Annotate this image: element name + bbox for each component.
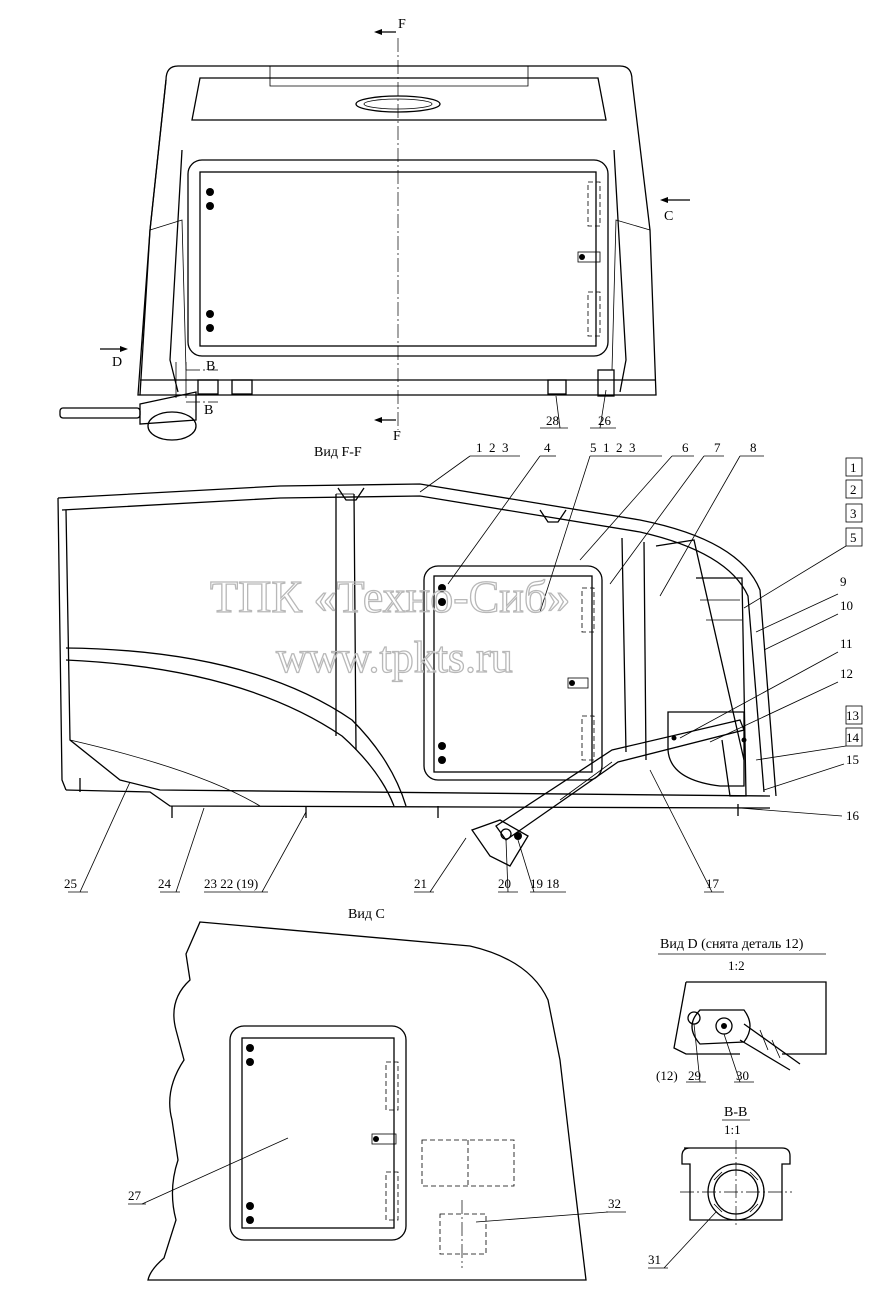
callout-label-28: 28	[546, 413, 559, 428]
cab-top-view	[59, 38, 657, 441]
callout-15	[763, 763, 845, 791]
callout-26	[590, 389, 616, 429]
view-title-ff: Вид F-F	[314, 445, 362, 460]
callout-25	[68, 781, 131, 893]
callout-27	[128, 1137, 289, 1205]
callout-10	[763, 613, 839, 651]
callout-label-19-18: 19 18	[530, 876, 559, 891]
watermark-company: ТПК «Техно-Сиб»	[210, 571, 570, 622]
view-label-d: D	[112, 355, 122, 370]
section-scale-bb: 1:1	[724, 1122, 741, 1137]
view-title-c: Вид C	[348, 907, 385, 922]
callout-label-16: 16	[846, 808, 860, 823]
callout-label-26: 26	[598, 413, 612, 428]
callout-31	[648, 1211, 717, 1269]
boxed-label-13: 13	[846, 708, 859, 723]
view-title-d: Вид D (снята деталь 12)	[660, 937, 804, 952]
view-arrow-d	[100, 346, 128, 352]
callout-30	[723, 1033, 754, 1083]
callout-label-7: 7	[714, 440, 721, 455]
callout-5-1-2-3	[539, 455, 662, 613]
section-label-f-bottom: F	[393, 429, 401, 444]
callout-4	[447, 455, 556, 585]
callout-label-12: 12	[840, 666, 853, 681]
section-arrow-f-top	[374, 29, 396, 35]
section-label-f-top: F	[398, 17, 406, 32]
callout-label-23-22-19: 23 22 (19)	[204, 876, 258, 891]
callout-23-22-19	[204, 811, 307, 893]
callout-28	[540, 395, 568, 429]
callout-label-31: 31	[648, 1252, 661, 1267]
callout-label-20: 20	[498, 876, 511, 891]
callout-label-27: 27	[128, 1188, 142, 1203]
callout-label-11: 11	[840, 636, 853, 651]
section-bb-detail	[680, 1140, 792, 1228]
callout-11	[679, 651, 839, 739]
callout-29	[686, 1023, 706, 1083]
boxed-label-2: 2	[850, 482, 857, 497]
section-title-bb: B-B	[724, 1105, 747, 1120]
callout-label-30: 30	[736, 1068, 749, 1083]
callout-32	[475, 1211, 626, 1223]
callout-21	[414, 837, 467, 893]
callout-17	[649, 769, 724, 893]
view-d-detail	[673, 981, 827, 1071]
boxed-callout-group-lower	[755, 705, 863, 761]
watermark-url: www.tpkts.ru	[276, 633, 513, 682]
callout-label-9: 9	[840, 574, 847, 589]
callout-6	[579, 455, 694, 561]
view-scale-d: 1:2	[728, 958, 745, 973]
view-label-c: C	[664, 209, 673, 224]
callout-8	[659, 455, 764, 597]
callout-label-8: 8	[750, 440, 757, 455]
callout-label-12-ref: (12)	[656, 1068, 678, 1083]
callout-1-2-3	[419, 455, 520, 493]
callout-label-24: 24	[158, 876, 172, 891]
callout-label-15: 15	[846, 752, 859, 767]
boxed-label-3: 3	[850, 506, 857, 521]
view-c-panel	[147, 921, 587, 1281]
callout-9	[755, 593, 839, 633]
callout-label-21: 21	[414, 876, 427, 891]
callout-12	[709, 681, 839, 743]
view-arrow-c	[660, 197, 690, 203]
callout-24	[160, 807, 205, 893]
callout-20	[498, 839, 518, 893]
callout-label-25: 25	[64, 876, 77, 891]
callout-16	[739, 807, 843, 817]
callout-label-32: 32	[608, 1196, 621, 1211]
callout-label-1-2-3: 1 2 3	[476, 440, 509, 455]
callout-label-6: 6	[682, 440, 689, 455]
callout-label-4: 4	[544, 440, 551, 455]
callout-label-10: 10	[840, 598, 853, 613]
section-label-b-upper: B	[206, 359, 215, 374]
callout-7	[609, 455, 724, 585]
boxed-label-5: 5	[850, 530, 857, 545]
boxed-label-14: 14	[846, 730, 860, 745]
section-label-b-lower: B	[204, 403, 213, 418]
boxed-callout-group-upper	[743, 457, 863, 609]
callout-label-29: 29	[688, 1068, 701, 1083]
boxed-label-1: 1	[850, 460, 857, 475]
callout-19-18	[517, 839, 566, 893]
callout-label-5-1-2-3: 5 1 2 3	[590, 440, 636, 455]
section-arrow-f-bottom	[374, 417, 396, 423]
callout-label-17: 17	[706, 876, 720, 891]
